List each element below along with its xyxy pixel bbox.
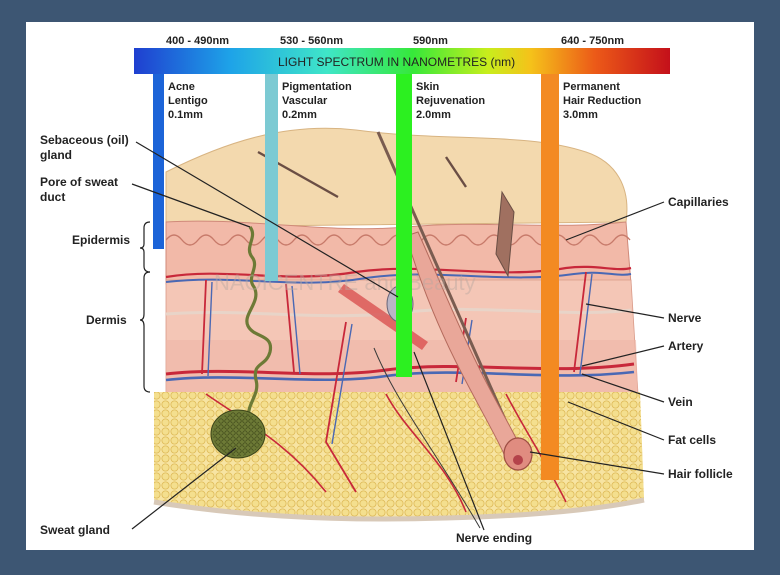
spectrum-gradient-bar bbox=[134, 48, 670, 74]
wavelength-label-2: 530 - 560nm bbox=[280, 35, 343, 47]
fat-vessels bbox=[205, 393, 567, 513]
fat-cells-label: Fat cells bbox=[668, 433, 716, 447]
surface-hair-2 bbox=[445, 156, 467, 188]
vein-label: Vein bbox=[668, 395, 693, 409]
wavelength-label-1: 400 - 490nm bbox=[166, 35, 229, 47]
capillaries-label: Capillaries bbox=[668, 195, 729, 209]
sweat-duct bbox=[245, 226, 273, 419]
rejuvenation-bar bbox=[396, 74, 412, 377]
rejuvenation-label-line-1: Skin bbox=[416, 81, 440, 93]
hair-bulb bbox=[503, 437, 533, 471]
pigmentation-label-line-2: Vascular bbox=[282, 95, 328, 107]
sweat-gland-leader bbox=[131, 447, 237, 530]
acne-label-line-2: Lentigo bbox=[168, 95, 208, 107]
capillaries-leader bbox=[565, 201, 665, 241]
wavelength-label-3: 590nm bbox=[413, 35, 448, 47]
sebaceous-leader bbox=[135, 141, 399, 298]
diagram-frame: NAOICENTRE and Beauty LIGHT SPECTRUM IN … bbox=[26, 22, 754, 550]
sweat-gland-label: Sweat gland bbox=[40, 523, 110, 537]
pore-label-line-2: duct bbox=[40, 190, 65, 204]
hair-reduction-label-line-3: 3.0mm bbox=[563, 109, 598, 121]
pigmentation-label-line-1: Pigmentation bbox=[282, 81, 352, 93]
light-spectrum: LIGHT SPECTRUM IN NANOMETRES (nm) 400 - … bbox=[134, 35, 670, 74]
nerve-leader bbox=[585, 303, 665, 319]
epidermis-label: Epidermis bbox=[72, 233, 130, 247]
artery-label: Artery bbox=[668, 339, 704, 353]
vessel-branch-2 bbox=[207, 273, 593, 445]
hair-papilla bbox=[513, 455, 523, 465]
sebaceous-label-line-2: gland bbox=[40, 148, 72, 162]
artery-leader bbox=[581, 345, 665, 367]
fat-bottom-edge bbox=[153, 497, 645, 522]
sebaceous-label-line-1: Sebaceous (oil) bbox=[40, 133, 129, 147]
pigmentation-bar bbox=[265, 74, 278, 281]
nerve-ending-label: Nerve ending bbox=[456, 531, 532, 545]
vessel-branch-1 bbox=[201, 271, 587, 493]
fat-cells-leader bbox=[567, 401, 665, 441]
hair-reduction-label-line-2: Hair Reduction bbox=[563, 95, 642, 107]
pore-label-line-1: Pore of sweat bbox=[40, 175, 118, 189]
watermark-text: NAOICENTRE and Beauty bbox=[214, 270, 476, 295]
penetration-bars: Acne Lentigo 0.1mm Pigmentation Vascular… bbox=[153, 74, 642, 480]
wavelength-label-4: 640 - 750nm bbox=[561, 35, 624, 47]
nerve-fiber bbox=[373, 347, 481, 529]
acne-bar bbox=[153, 74, 164, 249]
hair-reduction-bar bbox=[541, 74, 559, 480]
acne-label-line-1: Acne bbox=[168, 81, 195, 93]
left-labels: Sebaceous (oil) gland Pore of sweat duct… bbox=[40, 133, 399, 537]
pigmentation-label-line-3: 0.2mm bbox=[282, 109, 317, 121]
pore-leader bbox=[131, 183, 251, 228]
epidermis-bracket bbox=[139, 221, 151, 273]
skin-diagram: NAOICENTRE and Beauty LIGHT SPECTRUM IN … bbox=[40, 35, 733, 545]
right-labels: Capillaries Nerve Artery Vein Fat cells … bbox=[529, 195, 733, 481]
rejuvenation-label-line-3: 2.0mm bbox=[416, 109, 451, 121]
vein-leader bbox=[581, 373, 665, 403]
growing-hair bbox=[495, 190, 515, 278]
rejuvenation-label-line-2: Rejuvenation bbox=[416, 95, 485, 107]
dermis-bracket bbox=[139, 271, 151, 393]
hair-follicle-label: Hair follicle bbox=[668, 467, 733, 481]
acne-label-line-3: 0.1mm bbox=[168, 109, 203, 121]
hair-follicle-leader bbox=[529, 451, 665, 475]
nerve-ending-leader bbox=[413, 351, 485, 531]
sweat-gland-coils bbox=[213, 412, 263, 456]
nerve-label: Nerve bbox=[668, 311, 702, 325]
hair-reduction-label-line-1: Permanent bbox=[563, 81, 620, 93]
dermis-label: Dermis bbox=[86, 313, 127, 327]
spectrum-title: LIGHT SPECTRUM IN NANOMETRES (nm) bbox=[278, 55, 515, 69]
